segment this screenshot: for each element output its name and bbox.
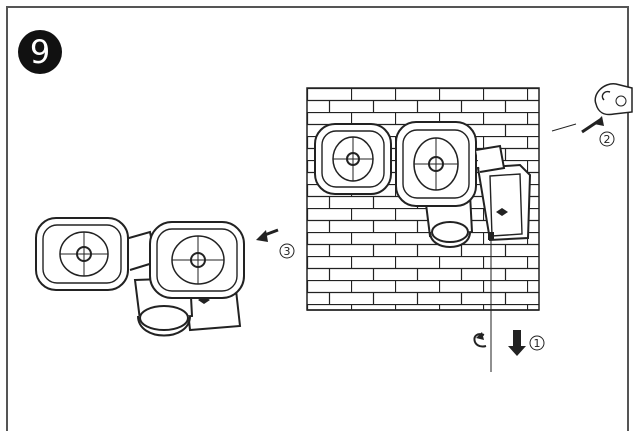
- mounted-light: [314, 121, 532, 248]
- callout-3: 3: [256, 228, 295, 259]
- callout-1: 1: [473, 240, 545, 372]
- callout-2: 2: [551, 83, 633, 147]
- detached-light: [35, 217, 245, 337]
- callout-2-label: 2: [604, 133, 611, 146]
- step-number-badge: 9: [18, 30, 62, 74]
- callout-1-label: 1: [534, 337, 541, 350]
- diagram-frame: [6, 6, 629, 431]
- callout-3-label: 3: [284, 245, 291, 258]
